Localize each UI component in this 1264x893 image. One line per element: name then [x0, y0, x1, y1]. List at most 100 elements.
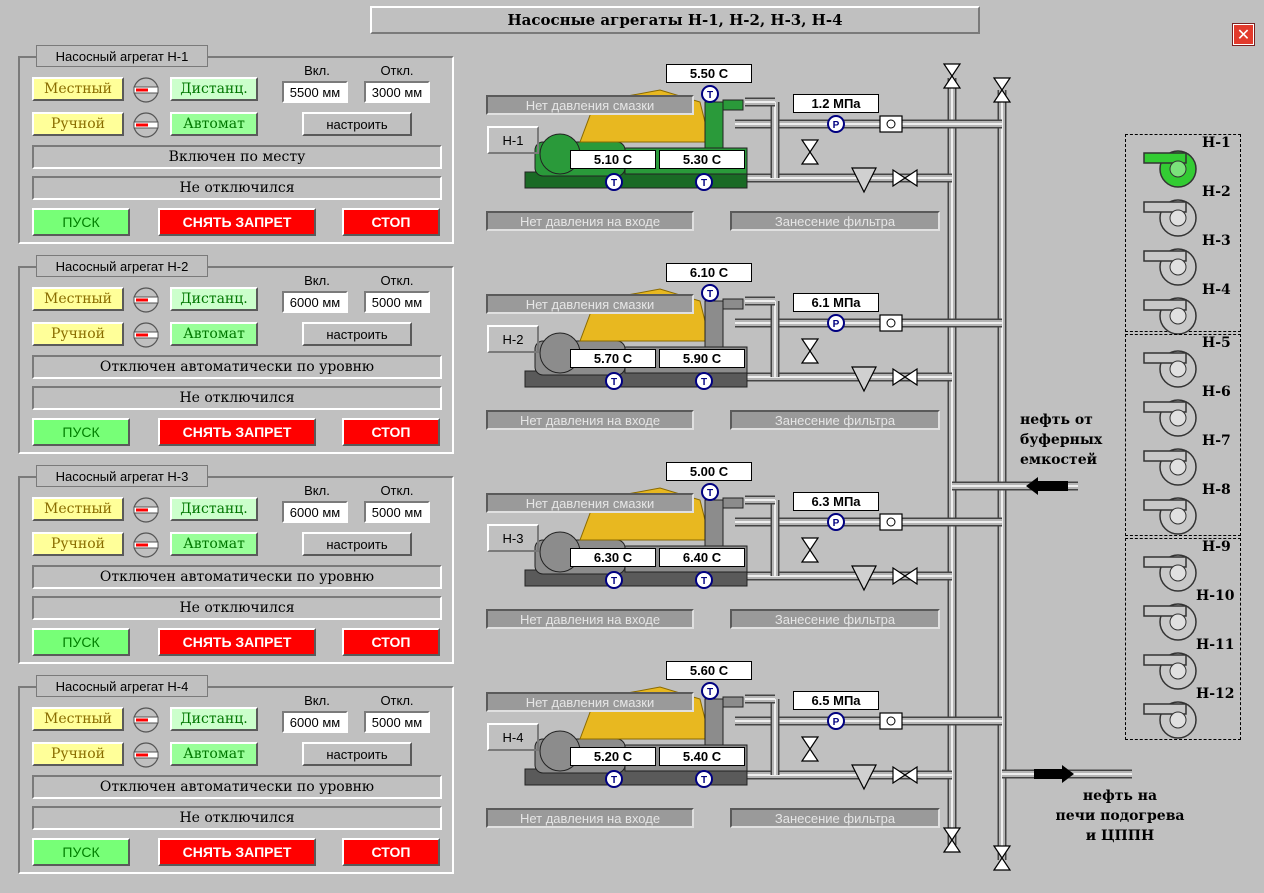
configure-button[interactable]: настроить: [302, 742, 412, 766]
gate-valve-icon[interactable]: [892, 367, 918, 387]
auto-button[interactable]: Автомат: [170, 112, 258, 136]
pump-symbol-icon[interactable]: [1142, 241, 1204, 287]
gate-valve-icon[interactable]: [892, 765, 918, 785]
pump-symbol-icon[interactable]: [1142, 192, 1204, 238]
pump-symbol-icon[interactable]: [1142, 596, 1204, 642]
start-button[interactable]: ПУСК: [32, 418, 130, 446]
unlock-button[interactable]: СНЯТЬ ЗАПРЕТ: [158, 418, 316, 446]
local-button[interactable]: Местный: [32, 287, 124, 311]
manual-button[interactable]: Ручной: [32, 742, 124, 766]
pump-symbol-icon[interactable]: [1142, 290, 1204, 336]
gate-valve-icon[interactable]: [892, 168, 918, 188]
status-line: Отключен автоматически по уровню: [32, 565, 442, 589]
off-level-field[interactable]: 5000 мм: [364, 291, 430, 313]
outflow-line: нефть на: [1082, 788, 1158, 804]
start-button[interactable]: ПУСК: [32, 628, 130, 656]
local-button[interactable]: Местный: [32, 77, 124, 101]
unlock-button[interactable]: СНЯТЬ ЗАПРЕТ: [158, 208, 316, 236]
inflow-line: нефть от: [1020, 412, 1093, 428]
gate-valve-icon[interactable]: [800, 537, 820, 563]
configure-button[interactable]: настроить: [302, 322, 412, 346]
pump-symbol-icon[interactable]: [1142, 645, 1204, 691]
legend-label: Н-10: [1196, 588, 1235, 604]
off-level-field[interactable]: 3000 мм: [364, 81, 430, 103]
stop-button[interactable]: СТОП: [342, 628, 440, 656]
start-button[interactable]: ПУСК: [32, 838, 130, 866]
manual-auto-switch[interactable]: [132, 531, 160, 559]
remote-button[interactable]: Дистанц.: [170, 77, 258, 101]
local-button[interactable]: Местный: [32, 707, 124, 731]
on-level-field[interactable]: 6000 мм: [282, 291, 348, 313]
on-level-field[interactable]: 5500 мм: [282, 81, 348, 103]
off-level-caption: Откл.: [380, 693, 414, 708]
pressure-readout: 6.1 МПа: [793, 293, 879, 312]
temperature-sensor-icon: T: [701, 284, 719, 302]
temp-top-readout: 5.60 С: [666, 661, 752, 680]
inlet-alarm: Нет давления на входе: [486, 808, 694, 828]
panel-title: Насосный агрегат Н-2: [36, 255, 208, 277]
gate-valve-icon[interactable]: [800, 736, 820, 762]
pump-symbol-icon[interactable]: [1142, 343, 1204, 389]
outflow-arrow-icon: [1034, 765, 1074, 783]
on-level-field[interactable]: 6000 мм: [282, 501, 348, 523]
lube-alarm: Нет давления смазки: [486, 294, 694, 314]
gate-valve-icon[interactable]: [800, 338, 820, 364]
filter-alarm: Занесение фильтра: [730, 410, 940, 430]
close-button[interactable]: ✕: [1232, 23, 1255, 46]
outflow-line: печи подогрева: [1055, 808, 1185, 824]
legend-label: Н-6: [1202, 384, 1231, 400]
auto-button[interactable]: Автомат: [170, 742, 258, 766]
local-remote-switch[interactable]: [132, 706, 160, 734]
manual-auto-switch[interactable]: [132, 111, 160, 139]
on-level-field[interactable]: 6000 мм: [282, 711, 348, 733]
temp-top-readout: 5.00 С: [666, 462, 752, 481]
configure-button[interactable]: настроить: [302, 532, 412, 556]
svg-text:P: P: [833, 120, 840, 131]
local-remote-switch[interactable]: [132, 286, 160, 314]
auto-button[interactable]: Автомат: [170, 322, 258, 346]
unlock-button[interactable]: СНЯТЬ ЗАПРЕТ: [158, 628, 316, 656]
remote-button[interactable]: Дистанц.: [170, 497, 258, 521]
svg-text:T: T: [701, 576, 707, 587]
local-button[interactable]: Местный: [32, 497, 124, 521]
check-valve-icon[interactable]: [879, 513, 903, 531]
check-valve-icon[interactable]: [879, 115, 903, 133]
gate-valve-icon[interactable]: [992, 845, 1012, 871]
gate-valve-icon[interactable]: [892, 566, 918, 586]
legend-label: Н-5: [1202, 335, 1231, 351]
pump-symbol-icon[interactable]: [1142, 143, 1204, 189]
manual-button[interactable]: Ручной: [32, 112, 124, 136]
check-valve-icon[interactable]: [879, 712, 903, 730]
svg-text:P: P: [833, 518, 840, 529]
manual-button[interactable]: Ручной: [32, 322, 124, 346]
start-button[interactable]: ПУСК: [32, 208, 130, 236]
remote-button[interactable]: Дистанц.: [170, 707, 258, 731]
gate-valve-icon[interactable]: [942, 63, 962, 89]
gate-valve-icon[interactable]: [992, 77, 1012, 103]
lube-alarm: Нет давления смазки: [486, 493, 694, 513]
pump-symbol-icon[interactable]: [1142, 441, 1204, 487]
pump-symbol-icon[interactable]: [1142, 392, 1204, 438]
manual-button[interactable]: Ручной: [32, 532, 124, 556]
gate-valve-icon[interactable]: [800, 139, 820, 165]
off-level-field[interactable]: 5000 мм: [364, 711, 430, 733]
pump-symbol-icon[interactable]: [1142, 694, 1204, 740]
stop-button[interactable]: СТОП: [342, 838, 440, 866]
gate-valve-icon[interactable]: [942, 827, 962, 853]
remote-button[interactable]: Дистанц.: [170, 287, 258, 311]
unlock-button[interactable]: СНЯТЬ ЗАПРЕТ: [158, 838, 316, 866]
pump-symbol-icon[interactable]: [1142, 490, 1204, 536]
stop-button[interactable]: СТОП: [342, 208, 440, 236]
off-level-field[interactable]: 5000 мм: [364, 501, 430, 523]
manual-auto-switch[interactable]: [132, 321, 160, 349]
stop-button[interactable]: СТОП: [342, 418, 440, 446]
configure-button[interactable]: настроить: [302, 112, 412, 136]
local-remote-switch[interactable]: [132, 76, 160, 104]
auto-button[interactable]: Автомат: [170, 532, 258, 556]
local-remote-switch[interactable]: [132, 496, 160, 524]
check-valve-icon[interactable]: [879, 314, 903, 332]
pump-symbol-icon[interactable]: [1142, 547, 1204, 593]
manual-auto-switch[interactable]: [132, 741, 160, 769]
